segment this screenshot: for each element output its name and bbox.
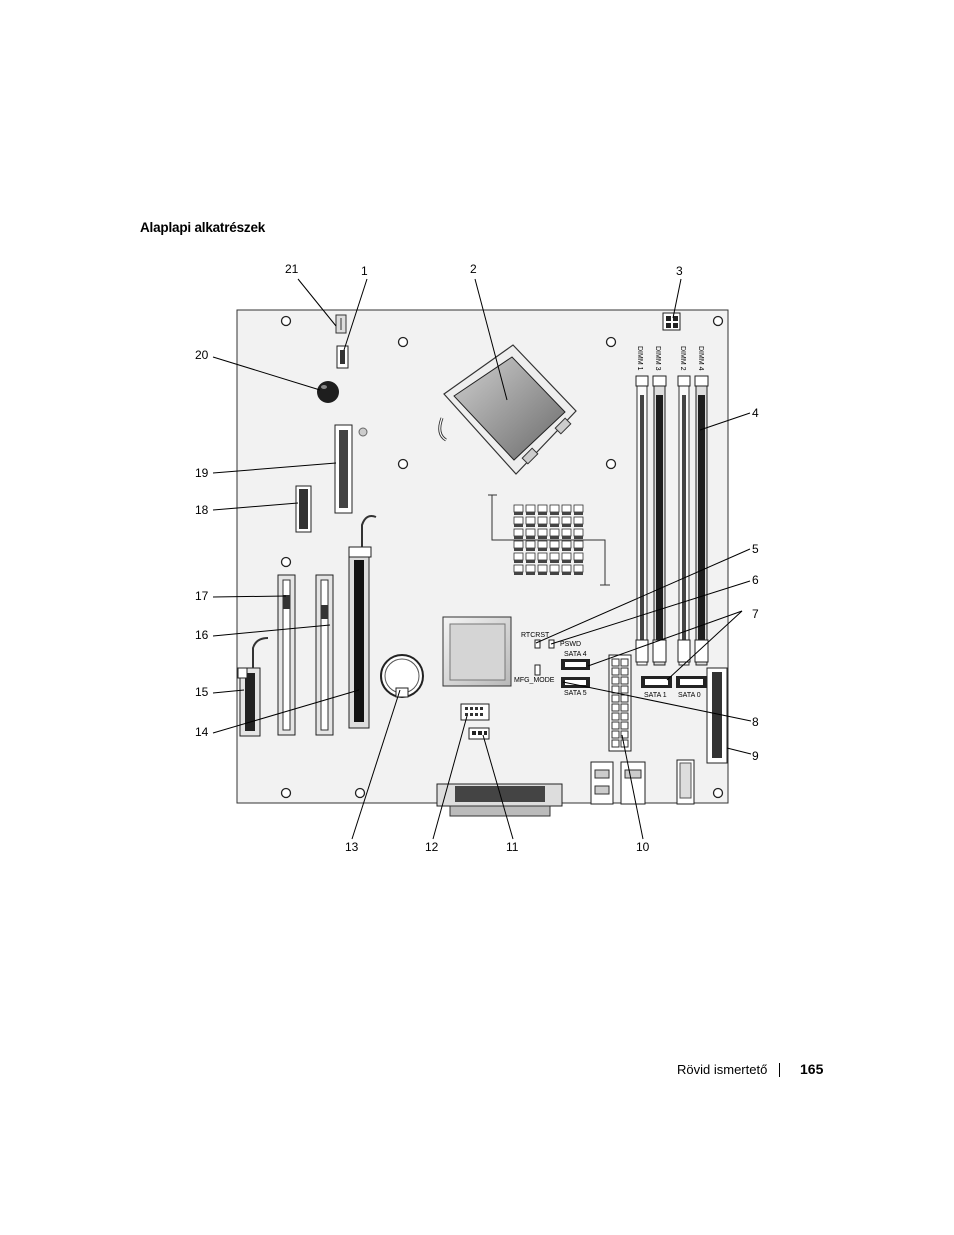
mounting-holes <box>280 315 724 799</box>
sata-connectors <box>561 659 707 688</box>
callout-numbers: 21 1 2 3 4 5 6 7 8 9 10 11 12 13 14 15 1… <box>195 262 759 854</box>
sata5-label: SATA 5 <box>564 690 587 697</box>
fan-connector-11 <box>468 727 490 740</box>
section-title: Alaplapi alkatrészek <box>140 220 266 235</box>
main-power-connector <box>608 654 632 752</box>
callout-1: 1 <box>361 264 368 278</box>
callout-4: 4 <box>752 406 759 420</box>
parallel-port <box>436 783 563 817</box>
cpu-socket <box>438 344 577 475</box>
pci-slot-16 <box>315 574 334 736</box>
callout-2: 2 <box>470 262 477 276</box>
rtcrst-jumper <box>534 639 541 649</box>
callout-17: 17 <box>195 589 209 603</box>
callout-leaders <box>212 278 752 840</box>
footer-doc-title: Rövid ismertető <box>677 1062 768 1077</box>
coin-battery <box>380 654 424 698</box>
front-panel-connector <box>295 485 312 533</box>
rtcrst-label: RTCRST <box>521 632 550 639</box>
mfg-mode-label: MFG_MODE <box>514 677 555 684</box>
ide-connector <box>334 424 368 514</box>
callout-19: 19 <box>195 466 209 480</box>
pcie-x16-slot <box>348 515 377 729</box>
page-number: 165 <box>800 1061 824 1077</box>
dimm3-label: DIMM 3 <box>654 346 661 371</box>
chipset <box>442 616 512 687</box>
callout-15: 15 <box>195 685 209 699</box>
dimm2-label: DIMM 2 <box>679 346 686 371</box>
sata1-label: SATA 1 <box>644 692 667 699</box>
callout-3: 3 <box>676 264 683 278</box>
pcie-x1-slot <box>237 637 269 737</box>
usb-ports <box>590 761 646 805</box>
floppy-connector <box>706 667 728 764</box>
sata0-label: SATA 0 <box>678 692 701 699</box>
sata4-label: SATA 4 <box>564 651 587 658</box>
mfg-mode-jumper <box>534 664 541 676</box>
callout-16: 16 <box>195 628 209 642</box>
callout-20: 20 <box>195 348 209 362</box>
power-connector-12v <box>662 312 681 331</box>
footer-separator <box>779 1063 780 1077</box>
callout-14: 14 <box>195 725 209 739</box>
dimm1-label: DIMM 1 <box>636 346 643 371</box>
callout-13: 13 <box>345 840 359 854</box>
callout-7: 7 <box>752 607 759 621</box>
fan-connector-1 <box>336 345 349 369</box>
callout-12: 12 <box>425 840 439 854</box>
fan-connector-21 <box>335 314 347 334</box>
pswd-label: PSWD <box>560 641 581 648</box>
heatsink-clip <box>491 495 606 585</box>
callout-18: 18 <box>195 503 209 517</box>
callout-10: 10 <box>636 840 650 854</box>
callout-21: 21 <box>285 262 299 276</box>
internal-usb-connector <box>460 703 490 721</box>
dimm4-label: DIMM 4 <box>697 346 704 371</box>
callout-6: 6 <box>752 573 759 587</box>
pci-slot-17 <box>277 574 296 736</box>
audio-jacks <box>676 759 695 805</box>
heatsink-grid <box>513 504 584 575</box>
callout-9: 9 <box>752 749 759 763</box>
callout-11: 11 <box>506 840 519 854</box>
speaker-component <box>317 381 339 403</box>
callout-8: 8 <box>752 715 759 729</box>
callout-5: 5 <box>752 542 759 556</box>
